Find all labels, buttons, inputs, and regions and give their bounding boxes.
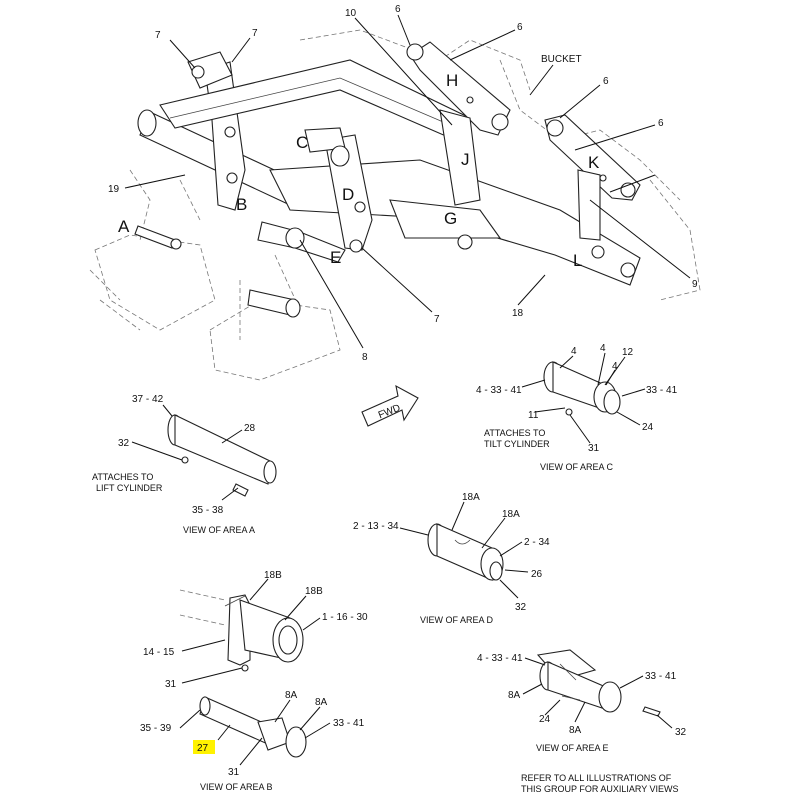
highlight-marker <box>193 740 215 754</box>
view-b-callout: 18B <box>264 570 282 581</box>
footer-line-1: REFER TO ALL ILLUSTRATIONS OF <box>521 773 672 783</box>
main-linkage-drawing <box>89 29 701 381</box>
letter-g: G <box>444 209 457 228</box>
view-b-callout-highlighted: 27 <box>197 743 209 754</box>
view-c-callout: 4 <box>612 361 618 372</box>
main-callouts: 7 7 10 6 6 6 6 19 7 8 18 9 BUCKET <box>108 4 698 363</box>
main-callout: 6 <box>603 76 609 87</box>
view-e-callout: 8A <box>508 690 521 701</box>
view-b: 18B 18B 1 - 16 - 30 14 - 15 31 8A 8A 35 … <box>140 570 368 792</box>
main-leader-lines <box>124 14 691 349</box>
view-e-caption: VIEW OF AREA E <box>536 743 609 753</box>
view-c-callout: 4 - 33 - 41 <box>476 385 522 396</box>
view-a-callout: 37 - 42 <box>132 394 164 405</box>
letter-c: C <box>296 133 308 152</box>
view-e-callout: 8A <box>569 725 582 736</box>
view-b-callout: 33 - 41 <box>333 718 365 729</box>
view-e-callout: 33 - 41 <box>645 671 677 682</box>
footer-line-2: THIS GROUP FOR AUXILIARY VIEWS <box>521 784 679 794</box>
fwd-arrow: FWD <box>361 384 419 427</box>
view-d-callout: 2 - 13 - 34 <box>353 521 399 532</box>
view-e-callout: 24 <box>539 714 551 725</box>
view-c-note: ATTACHES TO <box>484 428 545 438</box>
view-a-callout: 32 <box>118 438 130 449</box>
bucket-label: BUCKET <box>541 54 582 65</box>
main-callout: 18 <box>512 308 524 319</box>
view-a-note: ATTACHES TO <box>92 472 153 482</box>
view-b-callout: 8A <box>285 690 298 701</box>
view-d-caption: VIEW OF AREA D <box>420 615 494 625</box>
footer-note: REFER TO ALL ILLUSTRATIONS OF THIS GROUP… <box>521 773 679 794</box>
letter-b: B <box>236 195 247 214</box>
view-d-callout: 18A <box>462 492 480 503</box>
main-callout: 7 <box>252 28 258 39</box>
main-callout: 7 <box>155 30 161 41</box>
view-c-callout: 33 - 41 <box>646 385 678 396</box>
letter-h: H <box>446 71 458 90</box>
view-d-callout: 18A <box>502 509 520 520</box>
main-callout: 8 <box>362 352 368 363</box>
main-callout: 10 <box>345 8 357 19</box>
view-a: 37 - 42 28 32 35 - 38 ATTACHES TO LIFT C… <box>92 394 277 535</box>
letter-j: J <box>461 150 470 169</box>
letter-a: A <box>118 217 130 236</box>
area-letters: A B C D E G H J K L <box>118 71 600 270</box>
view-e: 4 - 33 - 41 33 - 41 8A 24 8A 32 VIEW OF … <box>477 649 687 753</box>
main-callout: 7 <box>434 314 440 325</box>
view-a-caption: VIEW OF AREA A <box>183 525 255 535</box>
view-c: 4 4 12 4 4 - 33 - 41 33 - 41 11 31 24 AT… <box>476 343 678 472</box>
view-c-callout: 31 <box>588 443 600 454</box>
view-d: 18A 2 - 13 - 34 18A 2 - 34 26 32 VIEW OF… <box>353 492 550 625</box>
main-callout: 9 <box>692 279 698 290</box>
view-a-callout: 35 - 38 <box>192 505 224 516</box>
view-b-caption: VIEW OF AREA B <box>200 782 273 792</box>
view-d-callout: 26 <box>531 569 543 580</box>
view-c-callout: 24 <box>642 422 654 433</box>
view-a-note: LIFT CYLINDER <box>96 483 163 493</box>
view-b-callout: 8A <box>315 697 328 708</box>
view-b-callout: 18B <box>305 586 323 597</box>
view-e-callout: 32 <box>675 727 687 738</box>
view-c-caption: VIEW OF AREA C <box>540 462 614 472</box>
view-c-callout: 11 <box>528 410 539 421</box>
view-c-callout: 4 <box>571 346 577 357</box>
view-b-callout: 14 - 15 <box>143 647 175 658</box>
view-b-callout: 1 - 16 - 30 <box>322 612 368 623</box>
view-d-callout: 32 <box>515 602 527 613</box>
letter-k: K <box>588 153 600 172</box>
letter-l: L <box>573 251 582 270</box>
main-callout: 6 <box>658 118 664 129</box>
main-callout: 6 <box>395 4 401 15</box>
main-callout: 19 <box>108 184 120 195</box>
view-c-callout: 4 <box>600 343 606 354</box>
letter-e: E <box>330 248 341 267</box>
view-c-note: TILT CYLINDER <box>484 439 550 449</box>
view-b-callout: 35 - 39 <box>140 723 172 734</box>
letter-d: D <box>342 185 354 204</box>
view-a-callout: 28 <box>244 423 256 434</box>
main-callout: 6 <box>517 22 523 33</box>
view-c-callout: 12 <box>622 347 634 358</box>
view-b-callout: 31 <box>228 767 240 778</box>
view-e-callout: 4 - 33 - 41 <box>477 653 523 664</box>
view-b-callout: 31 <box>165 679 177 690</box>
view-d-callout: 2 - 34 <box>524 537 550 548</box>
